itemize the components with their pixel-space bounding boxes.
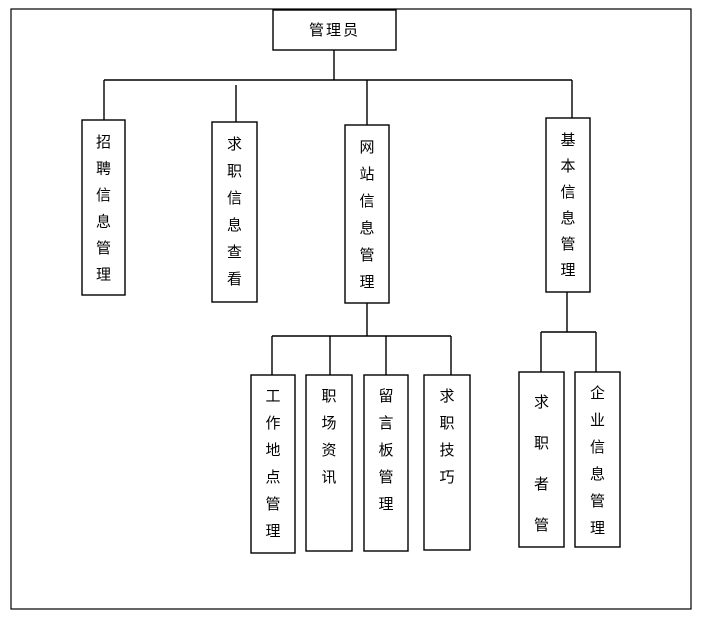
- node-job-info-view-char: 查: [227, 243, 242, 261]
- node-admin: 管理员: [272, 9, 397, 51]
- node-enterprise-info-management-char: 管: [590, 492, 605, 510]
- node-website-info-management-char: 网: [359, 138, 374, 156]
- node-job-info-view-char: 求: [227, 135, 242, 153]
- node-workplace-management-char: 地: [265, 441, 280, 459]
- node-website-info-management-char: 理: [359, 273, 374, 291]
- node-job-info-view-char: 信: [227, 189, 242, 207]
- node-recruit-management-char: 聘: [96, 160, 111, 178]
- node-job-tips-char: 巧: [439, 468, 454, 486]
- node-recruit-management-char: 息: [96, 213, 111, 231]
- node-job-info-view-char: 息: [227, 216, 242, 234]
- node-basic-info-management-char: 本: [560, 157, 575, 175]
- node-workplace-management-char: 理: [265, 522, 280, 540]
- node-jobseeker-management-char: 职: [534, 434, 549, 452]
- node-message-board-management-char: 管: [378, 468, 393, 486]
- node-recruit-management-char: 信: [96, 186, 111, 204]
- node-recruit-management-char: 招: [96, 133, 111, 151]
- node-job-tips-char: 职: [439, 414, 454, 432]
- node-enterprise-info-management-char: 理: [590, 519, 605, 537]
- node-message-board-management-char: 板: [378, 441, 393, 459]
- node-message-board-management-char: 言: [378, 414, 393, 432]
- node-recruit-management-char: 管: [96, 239, 111, 257]
- node-jobseeker-management-char: 求: [534, 393, 549, 411]
- diagram-frame: [10, 8, 692, 610]
- node-jobseeker-management-char: 管: [534, 516, 549, 534]
- node-career-news-char: 讯: [321, 468, 336, 486]
- node-website-info-management-char: 站: [359, 165, 374, 183]
- node-workplace-management-char: 管: [265, 495, 280, 513]
- node-admin-label: 管理员: [309, 21, 360, 39]
- node-enterprise-info-management-char: 业: [590, 411, 605, 429]
- node-recruit-management-char: 理: [96, 266, 111, 284]
- node-workplace-management-char: 点: [265, 468, 280, 486]
- node-career-news-char: 场: [321, 414, 336, 432]
- node-website-info-management-char: 息: [359, 219, 374, 237]
- node-job-info-view-char: 看: [227, 270, 242, 288]
- node-basic-info-management-char: 息: [560, 209, 575, 227]
- node-workplace-management-char: 工: [265, 387, 280, 405]
- node-job-info-view-char: 职: [227, 162, 242, 180]
- node-website-info-management-char: 管: [359, 246, 374, 264]
- node-enterprise-info-management-char: 信: [590, 438, 605, 456]
- node-jobseeker-management-char: 者: [534, 475, 549, 493]
- node-enterprise-info-management-char: 企: [590, 384, 605, 402]
- node-enterprise-info-management-char: 息: [590, 465, 605, 483]
- node-message-board-management-char: 理: [378, 495, 393, 513]
- node-website-info-management-char: 信: [359, 192, 374, 210]
- node-basic-info-management-char: 基: [560, 131, 575, 149]
- node-basic-info-management-char: 管: [560, 235, 575, 253]
- node-job-tips-char: 技: [439, 441, 454, 459]
- node-message-board-management-char: 留: [378, 387, 393, 405]
- node-career-news-char: 职: [321, 387, 336, 405]
- node-workplace-management-char: 作: [265, 414, 280, 432]
- node-basic-info-management-char: 信: [560, 183, 575, 201]
- node-career-news-char: 资: [321, 441, 336, 459]
- node-job-tips-char: 求: [439, 387, 454, 405]
- node-basic-info-management-char: 理: [560, 261, 575, 279]
